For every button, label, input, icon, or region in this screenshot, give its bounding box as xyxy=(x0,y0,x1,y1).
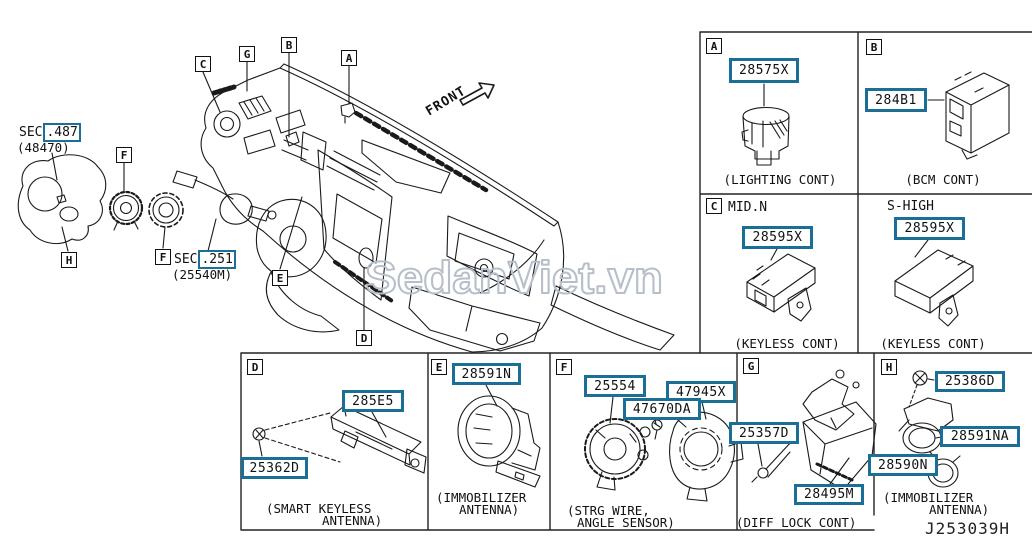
keyless-module-shigh-drawing xyxy=(894,239,974,327)
callout-g: G xyxy=(239,46,255,62)
callout-b: B xyxy=(281,37,297,53)
steering-cover-and-switches-drawing xyxy=(17,154,277,245)
callout-d: D xyxy=(356,330,372,346)
part-box-47945x[interactable]: 47945X xyxy=(666,381,736,403)
watermark: SedanViet.vn xyxy=(365,252,663,303)
callout-f-2: F xyxy=(155,249,171,265)
panel-e-letter: E xyxy=(431,359,447,375)
sec-251-number[interactable]: .251 xyxy=(198,250,236,269)
panel-f-letter: F xyxy=(556,359,572,375)
caption-lighting-cont: (LIGHTING CONT) xyxy=(723,172,837,187)
strg-wire-angle-sensor-drawing xyxy=(584,396,744,502)
caption-immobilizer-e-2: ANTENNA) xyxy=(459,502,520,517)
part-box-25362d[interactable]: 25362D xyxy=(241,457,308,479)
part-box-47670da[interactable]: 47670DA xyxy=(623,398,701,420)
sec-487-sub: (48470) xyxy=(17,140,70,155)
part-box-25386d[interactable]: 25386D xyxy=(935,371,1005,392)
callout-c: C xyxy=(195,56,211,72)
caption-bcm-cont: (BCM CONT) xyxy=(905,172,981,187)
part-box-28595x-shigh[interactable]: 28595X xyxy=(894,217,965,240)
panel-grid xyxy=(240,31,1032,531)
sec-487-number[interactable]: .487 xyxy=(43,123,81,142)
lighting-switch-drawing xyxy=(741,83,790,166)
sec-487-label[interactable]: SEC.487 xyxy=(19,123,81,142)
leader-lines-main xyxy=(51,52,365,331)
caption-smart-keyless-1: (SMART KEYLESS xyxy=(266,501,372,516)
callout-e: E xyxy=(272,270,288,286)
part-box-28591na[interactable]: 28591NA xyxy=(940,426,1020,447)
caption-diff-lock: (DIFF LOCK CONT) xyxy=(736,515,857,530)
caption-keyless-cont-shigh: (KEYLESS CONT) xyxy=(880,336,986,351)
callout-a: A xyxy=(341,50,357,66)
drawing-code: J253039H xyxy=(925,519,1011,538)
bcm-drawing xyxy=(927,71,1010,160)
caption-smart-keyless-2: ANTENNA) xyxy=(322,513,383,528)
panel-h-letter: H xyxy=(881,359,897,375)
immobilizer-antenna2-drawing xyxy=(898,370,961,488)
panel-d-letter: D xyxy=(247,359,263,375)
caption-immobilizer-e-1: (IMMOBILIZER xyxy=(436,490,527,505)
caption-strg-wire-1: (STRG WIRE, xyxy=(567,503,650,518)
part-box-25554[interactable]: 25554 xyxy=(584,375,646,397)
variant-shigh-label: S-HIGH xyxy=(887,199,934,214)
part-box-28590n[interactable]: 28590N xyxy=(868,454,938,476)
callout-h: H xyxy=(61,252,77,268)
caption-immobilizer-h-1: (IMMOBILIZER xyxy=(883,490,974,505)
caption-keyless-cont-midn: (KEYLESS CONT) xyxy=(734,336,840,351)
panel-a-letter: A xyxy=(706,38,722,54)
part-box-28595x-midn[interactable]: 28595X xyxy=(742,226,813,249)
panel-c-letter: C xyxy=(706,198,722,214)
panel-b-letter: B xyxy=(866,39,882,55)
keyless-module-midn-drawing xyxy=(746,248,816,322)
part-box-25357d[interactable]: 25357D xyxy=(729,422,799,444)
part-box-285e5[interactable]: 285E5 xyxy=(342,390,404,412)
part-box-28575x[interactable]: 28575X xyxy=(729,58,799,83)
variant-midn-label: MID.N xyxy=(728,200,768,215)
sec-487-prefix: SEC xyxy=(19,125,43,140)
callout-f-1: F xyxy=(116,147,132,163)
caption-immobilizer-h-2: ANTENNA) xyxy=(929,502,990,517)
panel-g-letter: G xyxy=(743,358,759,374)
front-arrow xyxy=(459,82,495,106)
caption-strg-wire-2: ANGLE SENSOR) xyxy=(577,515,675,530)
part-box-284b1[interactable]: 284B1 xyxy=(865,88,927,112)
sec-251-label[interactable]: SEC.251 xyxy=(174,250,236,269)
sec-251-sub: (25540M) xyxy=(172,267,233,282)
immobilizer-antenna-drawing xyxy=(457,384,541,488)
part-box-28495m[interactable]: 28495M xyxy=(794,484,864,505)
sec-251-prefix: SEC xyxy=(174,252,198,267)
part-box-28591n[interactable]: 28591N xyxy=(452,363,521,385)
